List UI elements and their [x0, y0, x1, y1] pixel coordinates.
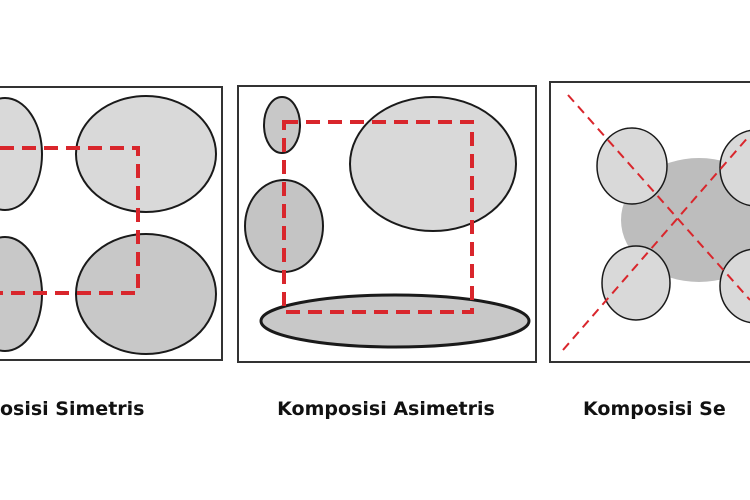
caption-simetris: osisi Simetris — [0, 398, 145, 420]
panel-asimetris — [236, 84, 538, 366]
wide-ellipse-bottom — [259, 293, 531, 349]
panel-simetris — [0, 86, 224, 362]
caption-asimetris: Komposisi Asimetris — [277, 398, 495, 420]
red-dashed-guide — [0, 146, 140, 295]
circle-bottom-right — [719, 248, 750, 324]
red-dashed-diagonal-1 — [567, 94, 750, 301]
diagram-simetris — [0, 86, 223, 361]
ellipse-top-right — [75, 95, 217, 213]
red-dashed-diagonal-2 — [562, 134, 750, 351]
ellipse-top-left — [0, 97, 43, 211]
red-dashed-square — [282, 120, 474, 314]
diagram-asimetris — [237, 85, 537, 363]
circle-bottom-left — [601, 245, 671, 321]
ellipse-bottom-right — [75, 233, 217, 355]
panel-third — [548, 80, 750, 365]
caption-third: Komposisi Se — [583, 398, 726, 420]
large-ellipse-right — [349, 96, 517, 232]
diagram-third — [549, 81, 750, 363]
